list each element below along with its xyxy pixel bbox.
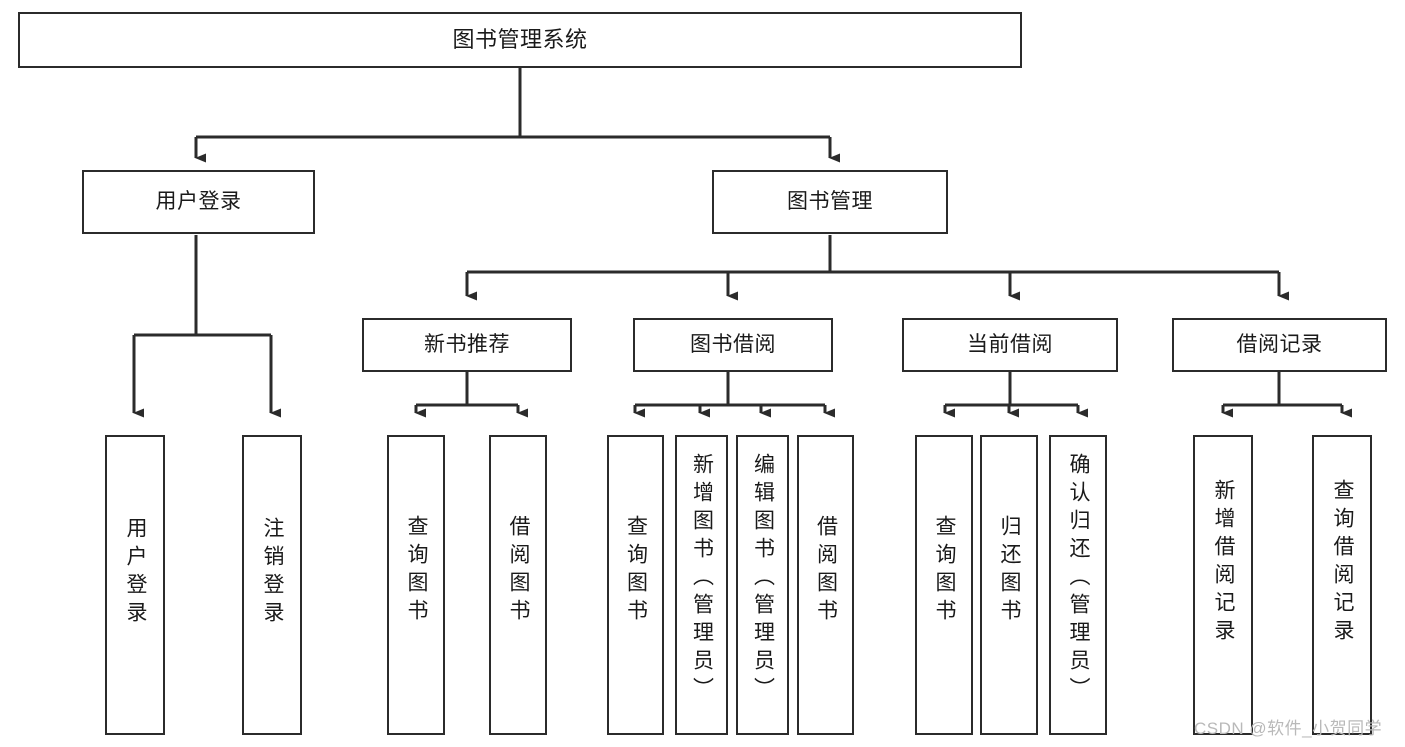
node-label: 新书推荐 [424, 333, 510, 357]
node-label: 查询借阅记录 [1331, 479, 1355, 647]
node-leaf-borrow-book-1[interactable]: 借阅图书 [489, 435, 547, 735]
node-leaf-query-book-1[interactable]: 查询图书 [387, 435, 445, 735]
root-to-level2-connectors [194, 68, 840, 163]
book-borrow-to-leaves-connectors [633, 372, 835, 418]
node-leaf-user-login[interactable]: 用户登录 [105, 435, 165, 735]
node-label: 归还图书 [998, 515, 1022, 627]
node-label: 用户登录 [124, 517, 148, 629]
node-label: 新增借阅记录 [1212, 479, 1236, 647]
node-leaf-add-borrow-record[interactable]: 新增借阅记录 [1193, 435, 1253, 735]
node-label: 查询图书 [405, 515, 429, 627]
node-leaf-add-book[interactable]: 新增图书（管理员） [675, 435, 728, 735]
node-label: 当前借阅 [967, 333, 1053, 357]
node-label: 图书管理 [787, 190, 873, 214]
user-login-to-leaves-connectors [132, 235, 281, 418]
node-book-borrow[interactable]: 图书借阅 [633, 318, 833, 372]
new-book-recommend-to-leaves-connectors [414, 372, 528, 418]
node-leaf-logout[interactable]: 注销登录 [242, 435, 302, 735]
node-label: 查询图书 [624, 515, 648, 627]
node-user-login[interactable]: 用户登录 [82, 170, 315, 234]
csdn-watermark: CSDN @软件_小贺同学 [1194, 719, 1383, 738]
node-label: 编辑图书（管理员） [751, 453, 775, 705]
node-label: 查询图书 [933, 515, 957, 627]
node-leaf-query-book-3[interactable]: 查询图书 [915, 435, 973, 735]
node-label: 新增图书（管理员） [690, 453, 714, 705]
node-leaf-confirm-return[interactable]: 确认归还（管理员） [1049, 435, 1107, 735]
node-borrow-record[interactable]: 借阅记录 [1172, 318, 1387, 372]
current-borrow-to-leaves-connectors [943, 372, 1088, 418]
node-label: 借阅图书 [507, 515, 531, 627]
node-leaf-query-book-2[interactable]: 查询图书 [607, 435, 664, 735]
node-leaf-return-book[interactable]: 归还图书 [980, 435, 1038, 735]
node-label: 确认归还（管理员） [1067, 453, 1091, 705]
node-book-management[interactable]: 图书管理 [712, 170, 948, 234]
node-label: 注销登录 [261, 517, 285, 629]
node-leaf-borrow-book-2[interactable]: 借阅图书 [797, 435, 854, 735]
node-root-book-management-system[interactable]: 图书管理系统 [18, 12, 1022, 68]
node-label: 图书借阅 [690, 333, 776, 357]
borrow-record-to-leaves-connectors [1221, 372, 1352, 418]
node-label: 借阅图书 [814, 515, 838, 627]
node-current-borrow[interactable]: 当前借阅 [902, 318, 1118, 372]
node-leaf-edit-book[interactable]: 编辑图书（管理员） [736, 435, 789, 735]
book-management-to-level3-connectors [465, 235, 1289, 301]
node-leaf-query-borrow-record[interactable]: 查询借阅记录 [1312, 435, 1372, 735]
node-label: 用户登录 [155, 190, 242, 214]
node-label: 图书管理系统 [452, 26, 588, 52]
node-new-book-recommend[interactable]: 新书推荐 [362, 318, 572, 372]
node-label: 借阅记录 [1236, 333, 1323, 357]
